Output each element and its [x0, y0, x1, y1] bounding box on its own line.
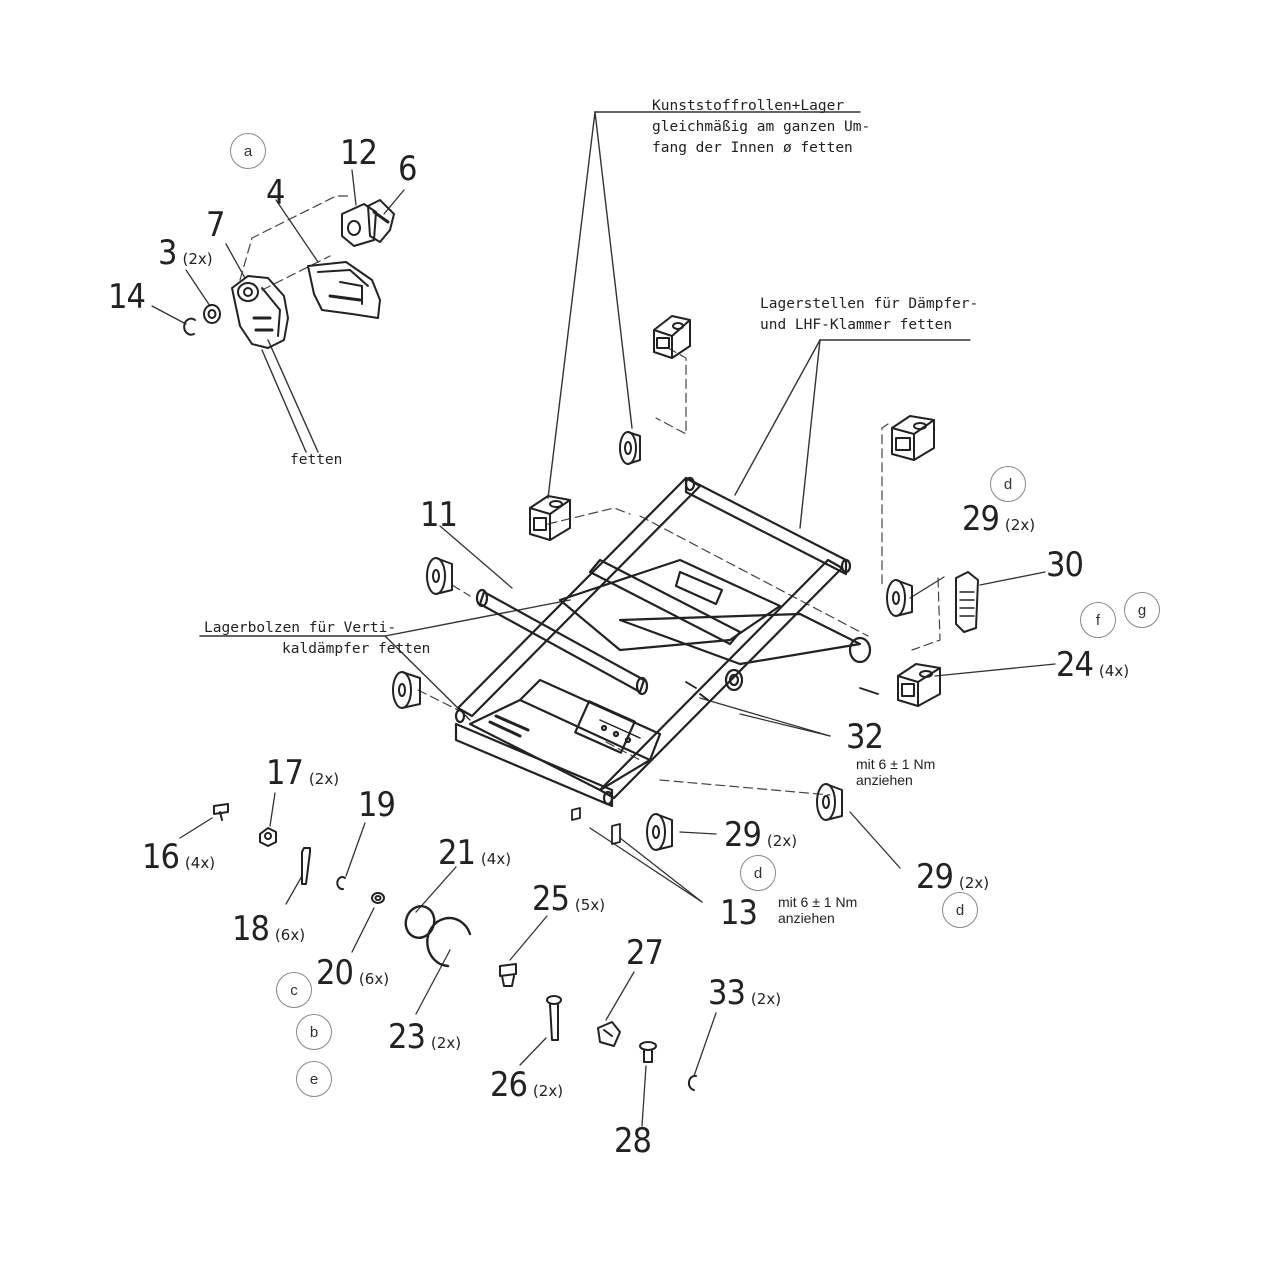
note-lagerbolzen-line-2: kaldämpfer fetten [282, 641, 431, 657]
clamp-24-left [529, 495, 571, 541]
pin-18 [301, 847, 311, 885]
part-label-17: 17(2x) [266, 753, 340, 793]
washer-3 [203, 304, 221, 324]
roller-29-top [619, 431, 641, 465]
ref-circle-a: a [230, 133, 266, 169]
part-label-14: 14 [108, 277, 146, 317]
ref-circle-b: b [296, 1014, 332, 1050]
nut-17 [259, 827, 277, 847]
clamp-24-right [891, 415, 935, 461]
ref-circle-g: g [1124, 592, 1160, 628]
note-torque-32-line-1: mit 6 ± 1 Nm [856, 756, 936, 772]
part-label-29-a: 29(2x) [962, 499, 1036, 539]
screw-32 [685, 681, 879, 701]
main-frame-11 [454, 476, 872, 808]
clip-33 [687, 1074, 697, 1091]
note-torque-13-line-1: mit 6 ± 1 Nm [778, 894, 858, 910]
ref-circle-d-1: d [990, 466, 1026, 502]
part-label-6: 6 [398, 149, 417, 189]
part-label-23: 23(2x) [388, 1017, 462, 1057]
note-leader-lines [199, 111, 971, 721]
note-lagerbolzen: Lagerbolzen für Verti- kaldämpfer fetten [204, 618, 430, 660]
ref-circle-d-2: d [740, 855, 776, 891]
bolt-25 [499, 963, 517, 987]
part-label-20: 20(6x) [316, 953, 390, 993]
note-kunststoff-line-3: fang der Innen ø fetten [652, 140, 853, 156]
clamp-24-top-center [653, 315, 691, 359]
part-label-25: 25(5x) [532, 879, 606, 919]
note-lagerstellen-line-1: Lagerstellen für Dämpfer- [760, 296, 979, 312]
part-label-30: 30 [1046, 545, 1084, 585]
part-label-28: 28 [614, 1121, 652, 1161]
part-6 [367, 199, 395, 243]
part-label-29-c: 29(2x) [916, 857, 990, 897]
part-label-3: 3(2x) [158, 233, 213, 273]
note-torque-13: mit 6 ± 1 Nm anziehen [778, 894, 857, 926]
assembly-dashed-lines [239, 195, 941, 796]
screw-16 [213, 803, 229, 821]
part-label-4: 4 [266, 173, 285, 213]
note-kunststoff-line-1: Kunststoffrollen+Lager [652, 98, 845, 114]
note-kunststoff-line-2: gleichmäßig am ganzen Um- [652, 119, 871, 135]
part-27 [597, 1021, 621, 1047]
roller-29-left [426, 557, 453, 595]
part-label-12: 12 [340, 133, 378, 173]
part-label-7: 7 [206, 205, 225, 245]
part-label-32: 32 [846, 717, 884, 757]
note-lagerstellen: Lagerstellen für Dämpfer- und LHF-Klamme… [760, 294, 978, 336]
part-label-18: 18(6x) [232, 909, 306, 949]
roller-29-lowleft [392, 671, 421, 709]
part-label-29-b: 29(2x) [724, 815, 798, 855]
part-label-27: 27 [626, 933, 664, 973]
ref-circle-c: c [276, 972, 312, 1008]
washer-20 [371, 892, 385, 904]
roller-29-bottomright [816, 783, 843, 821]
note-torque-32-line-2: anziehen [856, 772, 913, 788]
part-label-33: 33(2x) [708, 973, 782, 1013]
part-30 [955, 571, 979, 633]
screw-28 [639, 1041, 657, 1063]
screw-13 [571, 807, 621, 845]
note-lagerstellen-line-2: und LHF-Klammer fetten [760, 317, 953, 333]
pin-26 [546, 995, 562, 1041]
ref-circle-d-3: d [942, 892, 978, 928]
note-torque-32: mit 6 ± 1 Nm anziehen [856, 756, 935, 788]
note-lagerbolzen-line-1: Lagerbolzen für Verti- [204, 620, 397, 636]
roller-29-bottom [646, 813, 673, 851]
part-label-11: 11 [420, 495, 458, 535]
clip-19 [336, 876, 346, 891]
clip-14 [183, 317, 196, 336]
part-label-21: 21(4x) [438, 833, 512, 873]
ref-circle-e: e [296, 1061, 332, 1097]
clamp-24-lower-right [897, 663, 941, 707]
part-12 [341, 203, 377, 247]
ref-circle-f: f [1080, 602, 1116, 638]
part-label-24: 24(4x) [1056, 645, 1130, 685]
part-label-19: 19 [358, 785, 396, 825]
note-torque-13-line-2: anziehen [778, 910, 835, 926]
part-label-16: 16(4x) [142, 837, 216, 877]
ring-23 [426, 916, 472, 968]
part-label-13: 13 [720, 893, 758, 933]
note-kunststoffrollen: Kunststoffrollen+Lager gleichmäßig am ga… [652, 96, 870, 159]
roller-29-right [886, 579, 913, 617]
part-7 [231, 275, 289, 349]
note-fetten: fetten [290, 452, 343, 468]
part-4 [307, 261, 381, 319]
part-label-26: 26(2x) [490, 1065, 564, 1105]
